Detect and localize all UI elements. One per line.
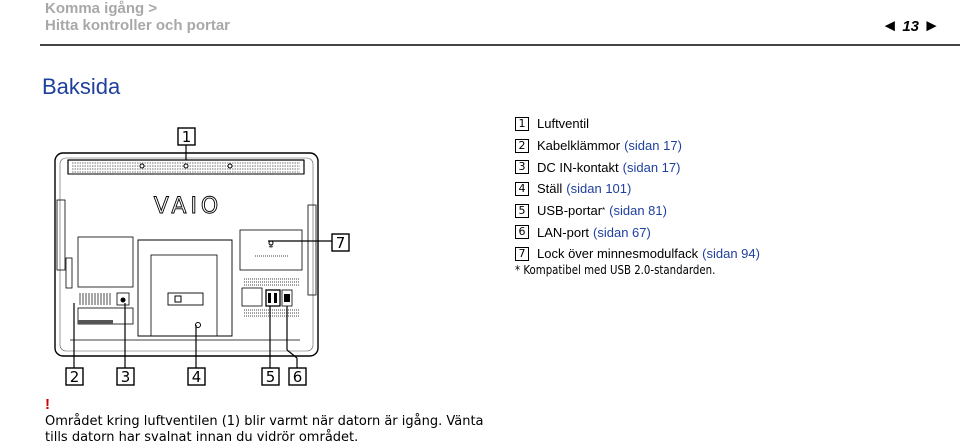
svg-text:4: 4 [192,368,202,386]
legend-num: 3 [515,160,529,175]
page-link[interactable]: (sidan 94) [702,246,760,262]
page-link[interactable]: (sidan 17) [624,138,682,154]
header-rule [40,44,960,46]
page-link[interactable]: (sidan 17) [622,159,681,175]
legend-list: 1 Luftventil 2 Kabelklämmor (sidan 17) 3… [515,113,760,265]
legend-item-3: 3 DC IN-kontakt (sidan 17) [515,156,760,178]
warning-icon: ! [45,396,50,413]
footnote: * Kompatibel med USB 2.0-standarden. [515,263,716,277]
stand [137,239,233,337]
legend-label: LAN-port [537,224,590,240]
legend-num: 6 [515,225,529,240]
vaio-logo: VAIO [154,194,223,219]
legend-label: Luftventil [537,116,590,132]
legend-label: DC IN-kontakt [537,159,619,175]
page-link[interactable]: (sidan 101) [566,181,632,197]
page-number: 13 [902,18,919,35]
warning-text: Området kring luftventilen (1) blir varm… [45,414,484,445]
svg-text:3: 3 [121,368,131,386]
legend-num: 1 [515,116,529,131]
svg-text:5: 5 [266,368,276,386]
page-nav: ◄ 13 ► [881,16,940,36]
legend-label: Ställ [537,181,563,197]
legend-label: USB-portar [537,203,603,219]
legend-item-6: 6 LAN-port (sidan 67) [515,221,760,243]
device-body [54,152,319,357]
page-link[interactable]: (sidan 81) [609,203,667,219]
svg-text:2: 2 [70,368,80,386]
legend-num: 7 [515,246,529,261]
page-link[interactable]: (sidan 67) [593,224,651,240]
legend-label: Lock över minnesmodulfack [537,246,699,262]
legend-num: 2 [515,138,529,153]
next-page-icon[interactable]: ► [923,16,940,35]
svg-text:7: 7 [336,234,346,252]
footnote-marker: * [602,206,606,216]
breadcrumb-current: Hitta kontroller och portar [45,17,231,34]
section-title: Baksida [42,74,121,99]
legend-item-2: 2 Kabelklämmor (sidan 17) [515,135,760,157]
svg-text:6: 6 [293,368,303,386]
legend-label: Kabelklämmor [537,138,621,154]
callout-7 [331,233,350,252]
prev-page-icon[interactable]: ◄ [881,16,899,35]
legend-item-7: 7 Lock över minnesmodulfack (sidan 94) [515,243,760,265]
legend-num: 5 [515,203,529,218]
legend-num: 4 [515,181,529,196]
legend-item-1: 1 Luftventil [515,113,760,135]
legend-item-5: 5 USB-portar* (sidan 81) [515,200,760,222]
legend-item-4: 4 Ställ (sidan 101) [515,178,760,200]
breadcrumb-parent[interactable]: Komma igång > [45,0,158,17]
svg-text:1: 1 [182,128,192,146]
svg-text:⎈: ⎈ [269,243,274,250]
